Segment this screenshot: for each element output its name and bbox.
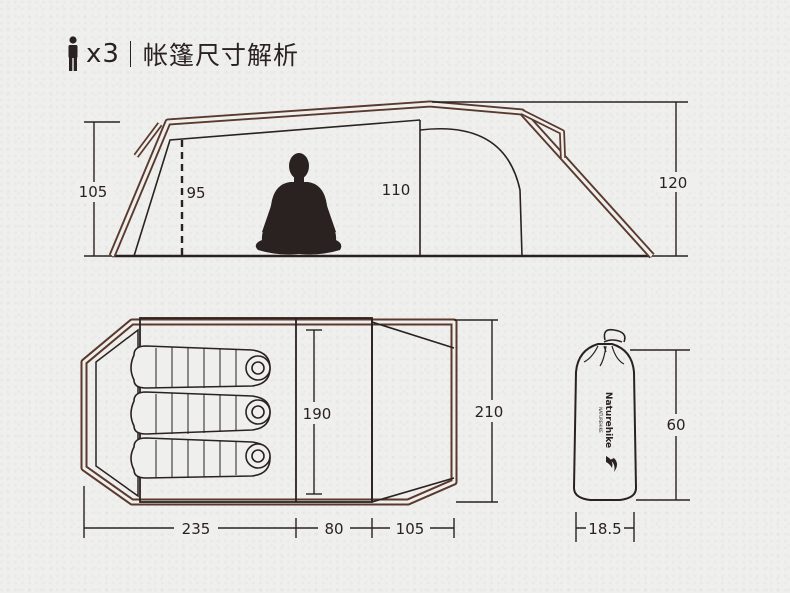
side-left-height-label: 105 — [79, 183, 108, 201]
sleeping-bags — [130, 345, 271, 479]
pack-height-label: 60 — [666, 416, 685, 434]
sleeping-bag — [130, 345, 271, 389]
brand-mark-icon — [606, 456, 617, 472]
pack-diameter-label: 18.5 — [588, 520, 621, 538]
brand-name: Naturehike — [603, 392, 613, 448]
label-bg — [298, 402, 334, 424]
person-icon — [68, 36, 78, 71]
side-right-height-label: 120 — [659, 174, 688, 192]
side-inner-height-label: 95 — [186, 184, 205, 202]
sleeping-bag — [130, 437, 271, 479]
label-bg — [660, 414, 694, 436]
label-bg — [390, 518, 430, 538]
side-view — [84, 100, 688, 259]
brand-logo: Naturehike NATUREHIKE — [598, 392, 613, 448]
side-center-height-label: 110 — [382, 181, 411, 199]
label-bg — [76, 182, 114, 202]
label-bg — [174, 518, 218, 538]
header: x3 帐篷尺寸解析 — [64, 34, 299, 74]
top-outer-width-label: 210 — [475, 403, 504, 421]
sleeping-bag — [130, 391, 271, 435]
page-title: 帐篷尺寸解析 — [142, 41, 299, 70]
label-bg — [656, 172, 696, 192]
top-length-middle-label: 80 — [324, 520, 343, 538]
label-bg — [470, 400, 510, 422]
person-silhouette — [255, 153, 342, 255]
brand-subtitle: NATUREHIKE — [598, 407, 603, 433]
top-length-sleep-label: 235 — [182, 520, 211, 538]
label-bg — [318, 518, 350, 538]
label-bg — [586, 518, 624, 538]
person-count: x3 — [86, 39, 120, 69]
top-inner-width-label: 190 — [303, 405, 332, 423]
top-length-vestibule-label: 105 — [396, 520, 425, 538]
header-divider — [129, 41, 131, 67]
